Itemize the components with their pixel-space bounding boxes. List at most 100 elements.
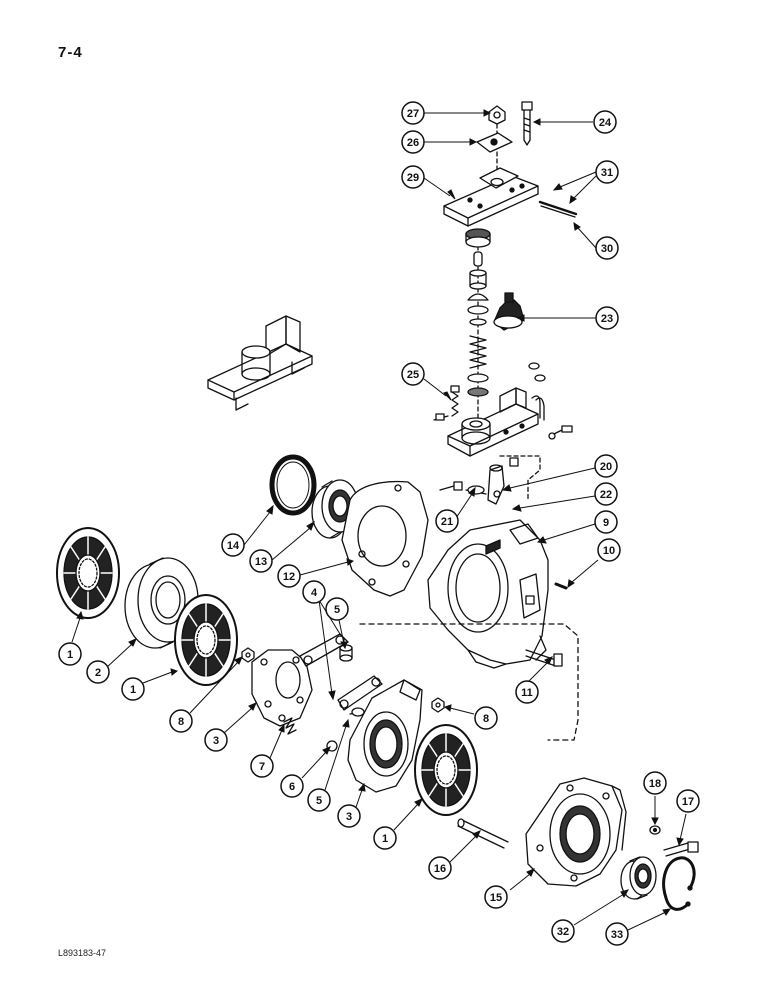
friction-disc-part-1-lower <box>414 724 478 816</box>
grease-fitting-part-25 <box>433 385 460 421</box>
callout-11: 11 <box>515 680 539 704</box>
alternate-bracket-illustration <box>207 315 313 411</box>
stud-part-5-upper <box>339 644 353 662</box>
callout-13: 13 <box>249 549 273 573</box>
stud-part-5-lower <box>349 707 365 717</box>
callout-3-left: 3 <box>204 728 228 752</box>
svg-text:30: 30 <box>601 243 613 255</box>
svg-text:23: 23 <box>601 313 613 325</box>
dowel-pin-part-16 <box>457 818 509 849</box>
svg-text:33: 33 <box>611 929 623 941</box>
svg-text:3: 3 <box>346 811 352 823</box>
svg-text:2: 2 <box>95 667 101 679</box>
svg-text:11: 11 <box>521 687 533 699</box>
link-arm-part-4-lower <box>337 675 383 711</box>
gasket-part-12 <box>341 480 429 597</box>
gear-housing-part-9 <box>427 519 549 669</box>
friction-disc-part-1-outer <box>56 527 120 619</box>
callout-17: 17 <box>676 789 700 813</box>
callout-27: 27 <box>401 101 425 125</box>
svg-text:12: 12 <box>283 571 295 583</box>
callout-15: 15 <box>484 885 508 909</box>
callout-25: 25 <box>401 362 425 386</box>
callout-2: 2 <box>86 660 110 684</box>
nut-part-8-right <box>431 697 445 713</box>
callout-10: 10 <box>597 538 621 562</box>
svg-text:27: 27 <box>407 108 419 120</box>
cap-washer <box>467 293 489 326</box>
small-parts-cluster <box>528 362 573 440</box>
svg-text:1: 1 <box>67 649 73 661</box>
leader-lines <box>71 109 687 931</box>
assembly-guide-line <box>359 623 579 741</box>
snap-ring-part-33 <box>662 856 696 911</box>
callout-22: 22 <box>594 482 618 506</box>
ball-bearing-part-13 <box>311 479 359 539</box>
svg-text:26: 26 <box>407 137 419 149</box>
svg-text:4: 4 <box>311 587 318 599</box>
lower-bearing-washer <box>467 373 489 397</box>
callout-1-outer: 1 <box>58 642 82 666</box>
callout-24: 24 <box>593 110 617 134</box>
assembly-guide-line <box>499 455 541 501</box>
pin-part-30 <box>538 200 578 218</box>
bushing <box>469 269 487 290</box>
svg-text:8: 8 <box>178 716 184 728</box>
page-number-label: 7-4 <box>58 44 83 61</box>
washer-part-18 <box>649 825 661 835</box>
lock-nut-part-27 <box>488 105 506 125</box>
callout-7: 7 <box>250 754 274 778</box>
callout-8-right: 8 <box>474 706 498 730</box>
callout-bubbles: 27 26 24 29 31 30 23 25 20 21 22 9 10 14… <box>58 101 700 946</box>
svg-text:18: 18 <box>649 778 661 790</box>
linkage-pin-part-20 <box>487 457 519 505</box>
callout-18: 18 <box>643 771 667 795</box>
svg-text:29: 29 <box>407 172 419 184</box>
svg-text:6: 6 <box>289 781 295 793</box>
pivot-bracket-base <box>447 387 539 457</box>
callout-33: 33 <box>605 922 629 946</box>
callout-29: 29 <box>401 165 425 189</box>
grease-boot-part-23 <box>493 292 525 331</box>
bolt-part-24 <box>521 101 533 146</box>
callout-5-lower: 5 <box>307 788 331 812</box>
callout-31: 31 <box>595 160 619 184</box>
svg-text:22: 22 <box>600 489 612 501</box>
spacer-pin <box>473 251 483 267</box>
callout-14: 14 <box>221 533 245 557</box>
callout-16: 16 <box>428 856 452 880</box>
svg-text:7: 7 <box>259 761 265 773</box>
svg-text:32: 32 <box>557 926 569 938</box>
svg-text:17: 17 <box>682 796 694 808</box>
svg-text:20: 20 <box>600 461 612 473</box>
svg-text:14: 14 <box>227 540 240 552</box>
svg-text:9: 9 <box>603 517 609 529</box>
retainer-plate-part-26 <box>476 132 513 153</box>
friction-disc-part-1-middle <box>174 594 238 686</box>
callout-32: 32 <box>551 919 575 943</box>
callout-3-right: 3 <box>337 804 361 828</box>
svg-text:21: 21 <box>441 516 453 528</box>
callout-20: 20 <box>594 454 618 478</box>
svg-text:10: 10 <box>603 545 615 557</box>
svg-text:31: 31 <box>601 167 613 179</box>
svg-text:16: 16 <box>434 863 446 875</box>
callout-30: 30 <box>595 236 619 260</box>
spring-part-7 <box>283 717 297 735</box>
bearing-upper <box>465 228 491 248</box>
callout-5-upper: 5 <box>325 597 349 621</box>
callout-6: 6 <box>280 774 304 798</box>
callout-9: 9 <box>594 510 618 534</box>
svg-text:15: 15 <box>490 892 502 904</box>
svg-text:25: 25 <box>407 369 419 381</box>
svg-text:8: 8 <box>483 713 489 725</box>
snap-ring-seal-part-14 <box>269 454 317 516</box>
callout-1-lower: 1 <box>373 826 397 850</box>
roll-pin-part-10 <box>554 582 568 590</box>
actuator-plate-part-3-right <box>347 679 423 793</box>
nut-part-8-left <box>241 647 255 663</box>
svg-text:3: 3 <box>213 735 219 747</box>
compression-spring <box>469 335 487 369</box>
bearing-part-32 <box>620 856 657 900</box>
link-arm-part-4-upper <box>299 633 349 667</box>
